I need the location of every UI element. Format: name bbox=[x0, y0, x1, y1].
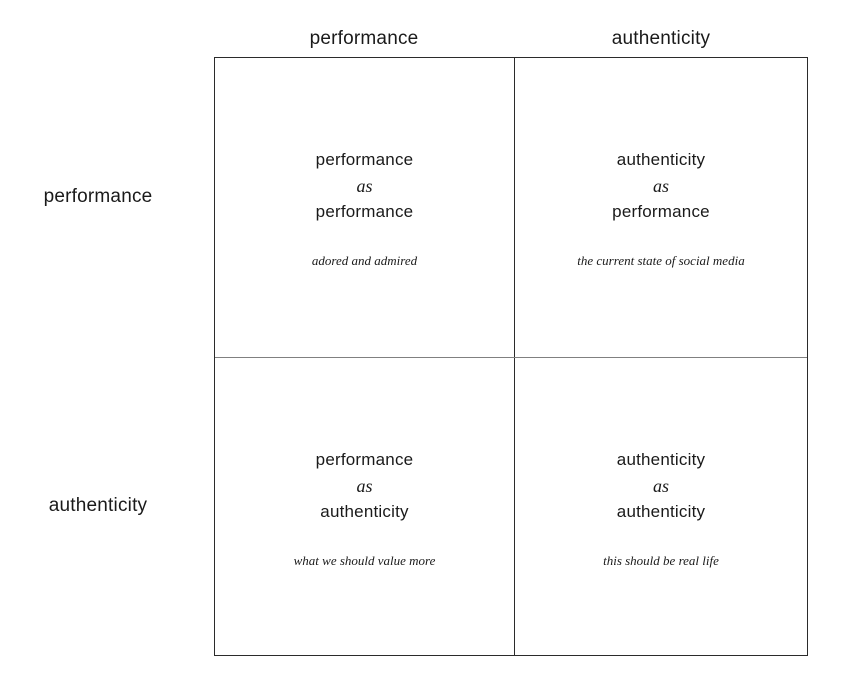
matrix-grid: performance as performance adored and ad… bbox=[214, 57, 808, 656]
quadrant-bottom-left: performance as authenticity what we shou… bbox=[215, 358, 514, 655]
quadrant-top-term: performance bbox=[315, 450, 414, 469]
vertical-divider bbox=[514, 58, 515, 655]
quadrant-caption: adored and admired bbox=[311, 253, 418, 268]
horizontal-divider bbox=[215, 357, 807, 358]
quadrant-bottom-term: authenticity bbox=[320, 502, 409, 521]
quadrant-bottom-term: performance bbox=[315, 202, 414, 221]
quadrant-top-term: authenticity bbox=[616, 450, 706, 469]
quadrant-connector: as bbox=[652, 176, 669, 196]
quadrant-bottom-right: authenticity as authenticity this should… bbox=[515, 358, 807, 655]
column-header-performance: performance bbox=[309, 28, 419, 49]
quadrant-connector: as bbox=[652, 476, 669, 496]
quadrant-top-right: authenticity as performance the current … bbox=[515, 58, 807, 357]
quadrant-connector: as bbox=[356, 176, 373, 196]
quadrant-top-left: performance as performance adored and ad… bbox=[215, 58, 514, 357]
quadrant-top-term: performance bbox=[315, 150, 414, 169]
quadrant-caption: the current state of social media bbox=[577, 253, 745, 268]
quadrant-bottom-term: performance bbox=[612, 202, 710, 221]
row-label-authenticity: authenticity bbox=[48, 495, 148, 516]
quadrant-caption: what we should value more bbox=[293, 553, 436, 568]
quadrant-connector: as bbox=[356, 476, 373, 496]
quadrant-bottom-term: authenticity bbox=[616, 502, 706, 521]
row-label-performance: performance bbox=[43, 186, 153, 207]
quadrant-caption: this should be real life bbox=[603, 553, 719, 568]
quadrant-top-term: authenticity bbox=[616, 150, 706, 169]
column-header-authenticity: authenticity bbox=[611, 28, 711, 49]
